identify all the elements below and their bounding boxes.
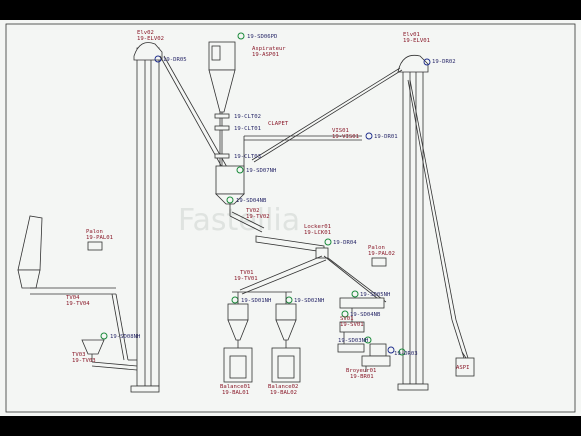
label-vis01: VIS01 xyxy=(332,128,349,134)
drive-icon xyxy=(387,346,395,354)
label-sd08nh: 19-SD08NH xyxy=(110,334,140,340)
tv02-chute xyxy=(229,215,263,233)
drive-icon xyxy=(365,132,373,140)
sensor-icon xyxy=(324,238,332,246)
label-tv01: TV01 xyxy=(240,270,253,276)
label-sd06pd: 19-SD06PD xyxy=(247,34,278,40)
vis01-conveyor[interactable] xyxy=(243,135,362,170)
label-sd04nb-b: 19-SD04NB xyxy=(350,312,381,318)
label-sd03nh-b: 19-SD03NH xyxy=(338,338,368,344)
hopper-sd07nh[interactable] xyxy=(215,165,245,216)
label-sv01: SV01 xyxy=(340,316,353,322)
label-sd02nh: 19-SD02NH xyxy=(294,298,324,304)
label-clapet: CLAPET xyxy=(268,121,289,127)
label-balance02: Balance02 xyxy=(268,384,298,390)
palon-02[interactable] xyxy=(371,257,387,267)
aspi-pipe xyxy=(407,79,453,321)
hopper-sd08nh[interactable] xyxy=(81,339,105,362)
sensor-icon xyxy=(100,332,108,340)
label-lck01: 19-LCK01 xyxy=(304,230,331,236)
label-elv02-tag: 19-ELV02 xyxy=(137,36,164,42)
tv03-conveyor xyxy=(91,361,138,367)
label-dr01: 19-DR01 xyxy=(374,134,398,140)
label-dr02: 19-DR02 xyxy=(432,59,456,65)
label-tv02: TV02 xyxy=(246,208,259,214)
sv01-valve[interactable] xyxy=(337,321,365,353)
label-tv01-tag: 19-TV01 xyxy=(234,276,258,282)
sensor-icon xyxy=(398,348,406,356)
palon-01[interactable] xyxy=(87,241,103,251)
label-aspirateur: Aspirateur xyxy=(252,46,286,52)
tv01-chute xyxy=(239,255,323,291)
hopper-sd02nh[interactable] xyxy=(275,303,297,348)
label-pal02: 19-PAL02 xyxy=(368,251,395,257)
label-balance01: Balance01 xyxy=(220,384,250,390)
balance-02[interactable] xyxy=(271,347,301,383)
label-clt03: 19-CLT03 xyxy=(234,154,261,160)
locker-01[interactable] xyxy=(255,235,329,259)
silo-left[interactable] xyxy=(17,215,43,289)
label-pal01: 19-PAL01 xyxy=(86,235,113,241)
label-clt02: 19-CLT02 xyxy=(234,114,261,120)
feed-pipe xyxy=(251,67,401,161)
label-locker01: Locker01 xyxy=(304,224,331,230)
aspi-unit[interactable] xyxy=(455,351,475,377)
label-palon-left: Palon xyxy=(86,229,103,235)
diagram-sheet: Fastellia xyxy=(0,20,581,416)
label-elv02: Elv02 xyxy=(137,30,154,36)
label-sd07nh: 19-SD07NH xyxy=(246,168,276,174)
label-tv03-tag: 19-TV03 xyxy=(72,358,96,364)
label-sv01-tag: 19-SV01 xyxy=(340,322,364,328)
label-br01: 19-BR01 xyxy=(350,374,374,380)
label-bal02: 19-BAL02 xyxy=(270,390,297,396)
sensor-icon xyxy=(226,196,234,204)
broyeur-01[interactable] xyxy=(361,343,391,372)
hopper-sd01nh[interactable] xyxy=(227,303,249,348)
label-sd04nb: 19-SD04NB xyxy=(236,198,267,204)
sensor-icon xyxy=(236,166,244,174)
sensor-icon xyxy=(364,336,372,344)
label-tv02-tag: 19-TV02 xyxy=(246,214,270,220)
label-clt01: 19-CLT01 xyxy=(234,126,261,132)
label-bal01: 19-BAL01 xyxy=(222,390,249,396)
label-asp01: 19-ASP01 xyxy=(252,52,279,58)
label-tv04: TV04 xyxy=(66,295,80,301)
hopper-sd05nh[interactable] xyxy=(339,297,385,322)
sensor-icon xyxy=(285,296,293,304)
label-sd01nh: 19-SD01NH xyxy=(241,298,271,304)
drive-icon xyxy=(154,55,162,63)
label-aspi: ASPI xyxy=(456,365,469,371)
process-diagram: Fastellia xyxy=(5,23,576,413)
elevator-02[interactable] xyxy=(130,42,163,393)
sheet-border xyxy=(5,23,576,413)
sensor-icon xyxy=(341,310,349,318)
label-dr03: 19-DR03 xyxy=(394,351,418,357)
label-palon-right: Palon xyxy=(368,245,385,251)
label-dr04: 19-DR04 xyxy=(333,240,357,246)
label-dr05: 19-DR05 xyxy=(163,57,187,63)
label-tv03: TV03 xyxy=(72,352,85,358)
balance-01[interactable] xyxy=(223,347,253,383)
drive-icon xyxy=(423,58,431,66)
label-vis01-tag: 19-VIS01 xyxy=(332,134,359,140)
label-broyeur01: Broyeur01 xyxy=(346,368,376,374)
elevator-01[interactable] xyxy=(397,54,429,391)
aspirateur[interactable] xyxy=(208,41,236,168)
label-elv01: Elv01 xyxy=(403,32,420,38)
label-sd05nh: 19-SD05NH xyxy=(360,292,390,298)
sensor-icon xyxy=(351,290,359,298)
sensor-icon xyxy=(237,32,245,40)
sensor-icon xyxy=(231,296,239,304)
label-elv01-tag: 19-ELV01 xyxy=(403,38,430,44)
label-tv04-tag: 19-TV04 xyxy=(66,301,90,307)
